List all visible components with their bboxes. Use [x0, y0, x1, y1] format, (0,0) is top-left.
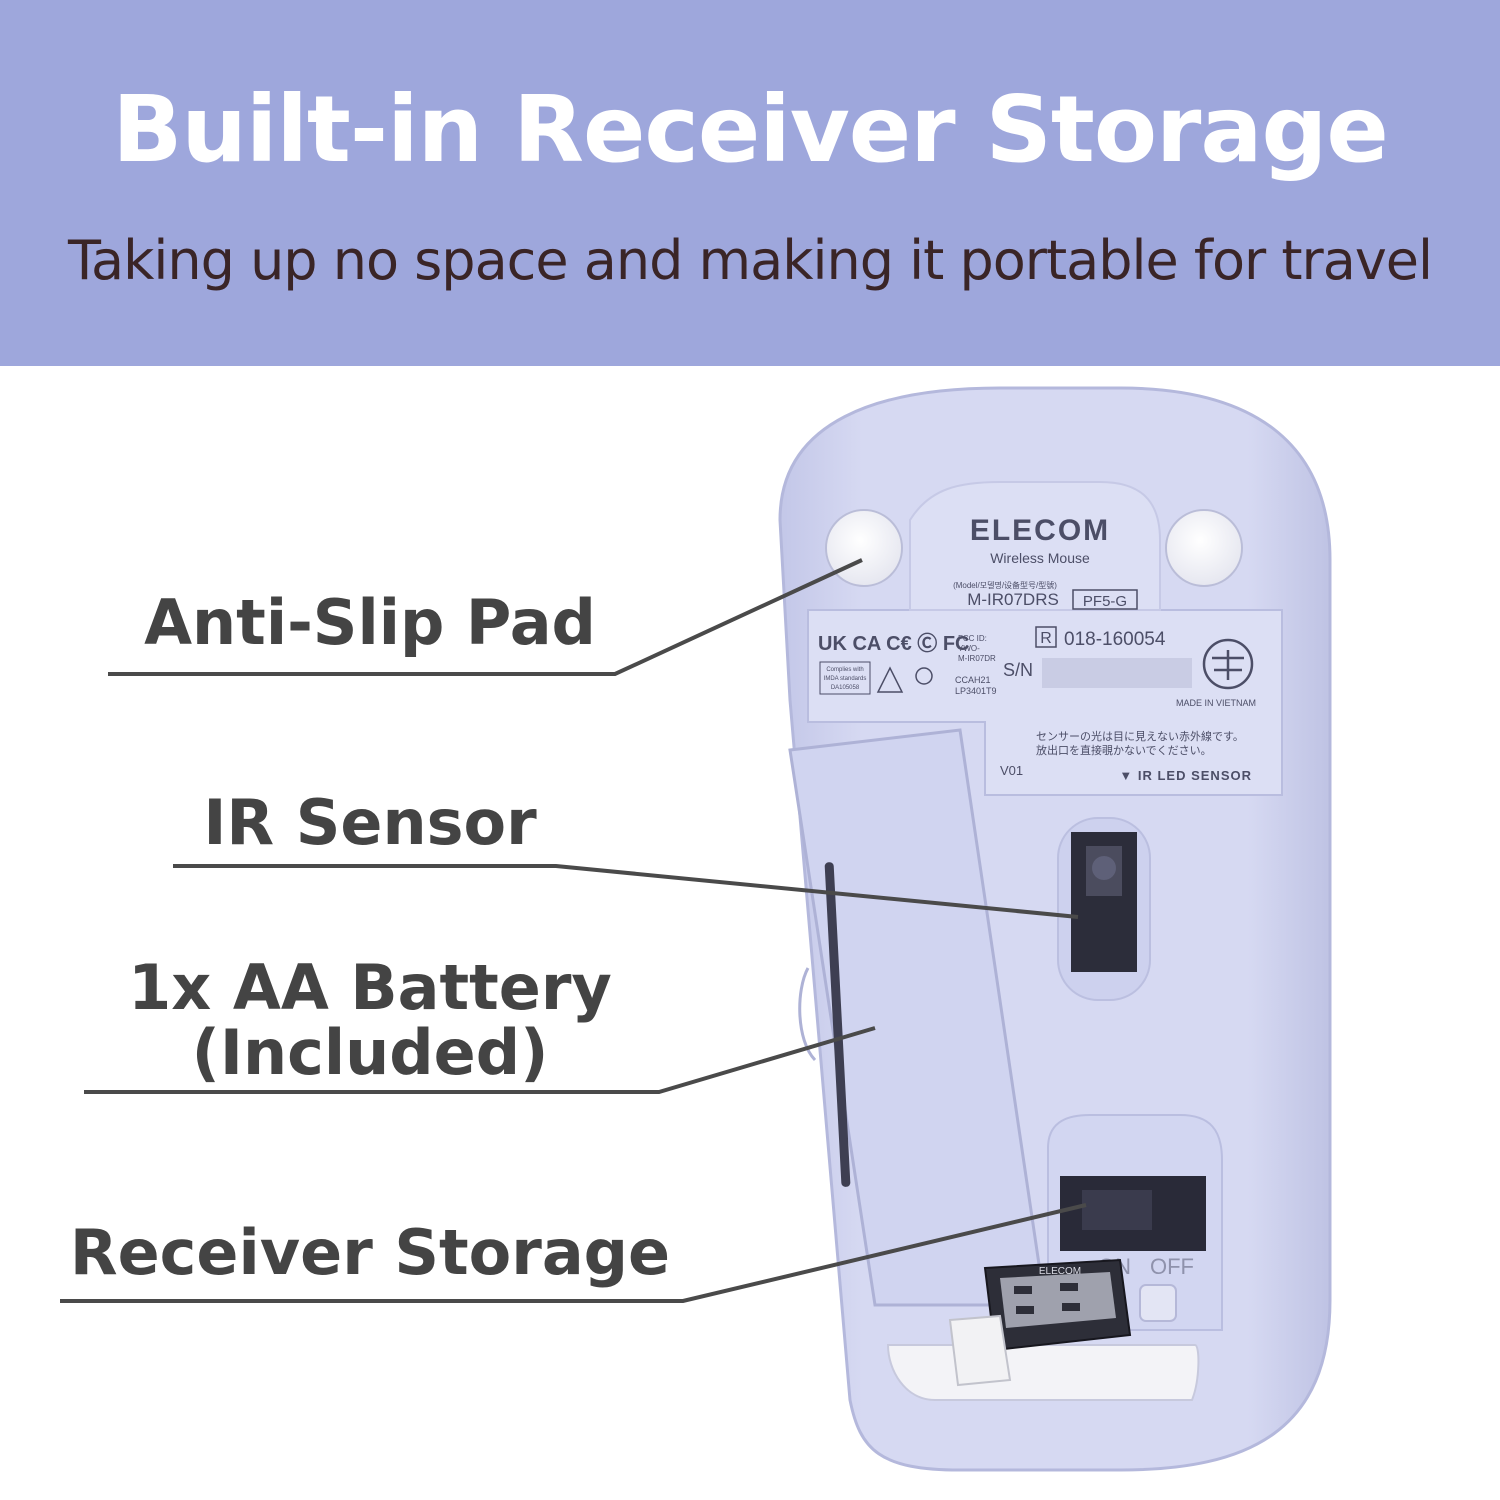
receiver-storage-label: Receiver Storage [69, 1216, 671, 1289]
page-title: Built-in Receiver Storage [112, 76, 1389, 183]
svg-text:R: R [1040, 630, 1052, 647]
header-banner: Built-in Receiver Storage Taking up no s… [0, 0, 1500, 366]
svg-text:センサーの光は目に見えない赤外線です。: センサーの光は目に見えない赤外線です。 [1036, 729, 1244, 743]
label-plate [807, 609, 1283, 796]
svg-text:DA105058: DA105058 [831, 685, 860, 691]
svg-text:Complies with: Complies with [826, 667, 863, 673]
svg-text:M-IR07DR: M-IR07DR [958, 654, 996, 663]
ir-sensor-label: ▼ IR LED SENSOR [1119, 768, 1252, 783]
svg-text:FCC ID:: FCC ID: [958, 634, 987, 643]
svg-text:MADE IN VIETNAM: MADE IN VIETNAM [1176, 698, 1256, 708]
ir-sensor-label-callout: IR Sensor [203, 786, 537, 859]
svg-text:CCAH21: CCAH21 [955, 675, 991, 685]
battery-callout-line [84, 1026, 876, 1094]
svg-text:(Model/모델명/设备型号/型號): (Model/모델명/设备型号/型號) [953, 580, 1057, 590]
svg-text:OFF: OFF [1150, 1254, 1194, 1279]
battery-label: 1x AA Battery [128, 951, 612, 1024]
model-number: M-IR07DRS [967, 590, 1059, 609]
svg-text:UK CA C€ Ⓒ FC: UK CA C€ Ⓒ FC [818, 632, 969, 655]
svg-text:放出口を直接覗かないでください。: 放出口を直接覗かないでください。 [1036, 743, 1212, 757]
svg-text:S/N: S/N [1003, 660, 1033, 680]
svg-text:Wireless Mouse: Wireless Mouse [990, 550, 1090, 566]
power-switch [1139, 1284, 1177, 1322]
brand-logo: ELECOM [970, 514, 1110, 547]
svg-text:YWO-: YWO- [958, 644, 980, 653]
svg-text:PF5-G: PF5-G [1083, 593, 1127, 610]
svg-text:ELECOM: ELECOM [1039, 1266, 1081, 1277]
usb-receiver: ELECOM [948, 1258, 1132, 1387]
battery-label-included: (Included) [191, 1016, 549, 1089]
page-subtitle: Taking up no space and making it portabl… [68, 229, 1433, 292]
svg-text:V01: V01 [1000, 763, 1023, 778]
anti-slip-pad-right [1165, 509, 1243, 587]
svg-text:IMDA standards: IMDA standards [824, 676, 867, 682]
receiver-storage-callout-line [60, 1203, 1087, 1303]
serial-number-field [1042, 658, 1192, 688]
battery-slot [824, 862, 851, 1187]
anti-slip-pad-callout-line [108, 558, 863, 676]
radio-id: 018-160054 [1064, 629, 1166, 650]
anti-slip-pad-label: Anti-Slip Pad [144, 586, 596, 659]
ir-sensor-callout-line [173, 864, 1079, 919]
svg-text:LP3401T9: LP3401T9 [955, 686, 997, 696]
